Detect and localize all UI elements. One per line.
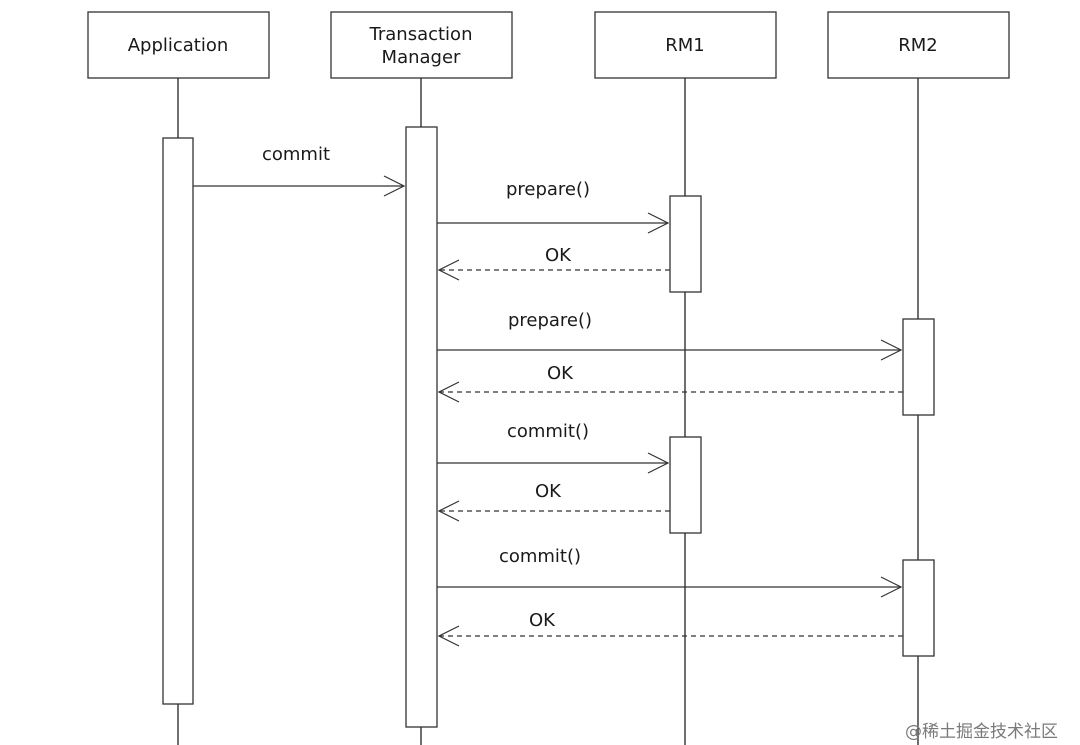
activation-rm1-commit (669, 436, 702, 534)
message-label: OK (535, 481, 562, 502)
activation-rm2-prepare (902, 318, 935, 416)
participant-transaction-manager-label-line2: Manager (382, 47, 461, 68)
message-label: commit() (499, 546, 581, 567)
activation-rm2-commit (902, 559, 935, 657)
participant-application-label: Application (128, 35, 229, 56)
participant-rm2-label: RM2 (898, 35, 938, 56)
message-commit-tm-to-rm2: commit() (437, 546, 903, 598)
participant-rm1: RM1 (594, 11, 777, 79)
message-ok-rm2-to-tm: OK (437, 363, 903, 403)
message-ok-rm2-to-tm-2: OK (437, 610, 903, 647)
participant-rm2: RM2 (827, 11, 1010, 79)
message-label: prepare() (506, 179, 590, 200)
activation-rm1-prepare (669, 195, 702, 293)
message-label: OK (529, 610, 556, 631)
message-ok-rm1-to-tm-2: OK (437, 481, 670, 522)
message-label: commit (262, 144, 330, 165)
participant-application: Application (87, 11, 270, 79)
activation-application (162, 137, 194, 705)
activation-transaction-manager (405, 126, 438, 728)
message-prepare-tm-to-rm2: prepare() (437, 310, 903, 361)
message-label: OK (547, 363, 574, 384)
message-label: prepare() (508, 310, 592, 331)
message-ok-rm1-to-tm: OK (437, 245, 670, 281)
message-label: commit() (507, 421, 589, 442)
participant-rm1-label: RM1 (665, 35, 705, 56)
message-commit-app-to-tm: commit (193, 144, 406, 197)
participant-transaction-manager-label-line1: Transaction (369, 24, 473, 45)
watermark: @稀土掘金技术社区 (905, 722, 1058, 742)
message-commit-tm-to-rm1: commit() (437, 421, 670, 474)
message-prepare-tm-to-rm1: prepare() (437, 179, 670, 234)
participant-transaction-manager: Transaction Manager (330, 11, 513, 79)
message-label: OK (545, 245, 572, 266)
